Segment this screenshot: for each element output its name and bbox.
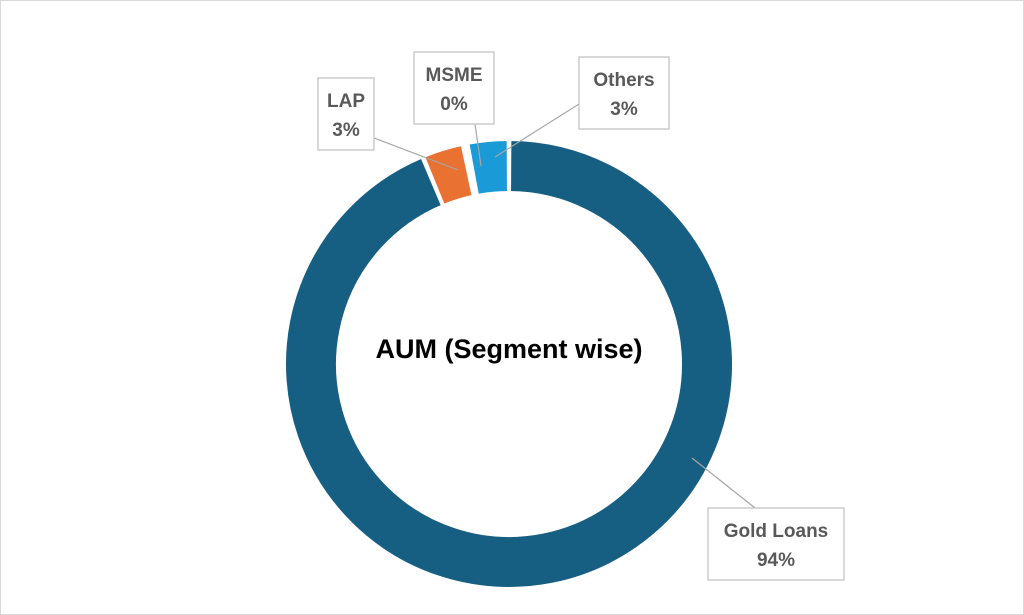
- data-label-category: Gold Loans: [724, 521, 829, 542]
- data-label-box: [413, 51, 495, 125]
- leader-lines: [373, 103, 756, 509]
- leader-line-others: [494, 103, 580, 158]
- leader-line-lap: [373, 137, 459, 171]
- chart-title: AUM (Segment wise): [375, 334, 642, 364]
- data-label-category: LAP: [327, 91, 365, 112]
- data-label-box: [578, 56, 670, 130]
- data-labels: Gold Loans 94% LAP 3% MSME 0% Others 3%: [317, 51, 845, 581]
- data-label-percent: 3%: [332, 120, 360, 141]
- data-label-category: Others: [593, 70, 654, 91]
- slice-lap: [422, 143, 474, 207]
- data-label-percent: 3%: [610, 99, 638, 120]
- slice-others: [467, 138, 509, 197]
- doughnut-slices: [284, 138, 734, 589]
- slice-gold-loans: [284, 138, 734, 589]
- data-label-box: [707, 507, 845, 581]
- data-label-box: [317, 77, 375, 151]
- data-label-msme: MSME 0%: [413, 51, 495, 125]
- leader-line-msme: [474, 123, 482, 167]
- leader-line-gold-loans: [691, 457, 756, 509]
- data-label-percent: 94%: [757, 550, 795, 571]
- data-label-others: Others 3%: [578, 56, 670, 130]
- data-label-category: MSME: [426, 65, 483, 86]
- data-label-percent: 0%: [440, 94, 468, 115]
- slice-msme: [463, 143, 478, 197]
- data-label-gold-loans: Gold Loans 94%: [707, 507, 845, 581]
- data-label-lap: LAP 3%: [317, 77, 375, 151]
